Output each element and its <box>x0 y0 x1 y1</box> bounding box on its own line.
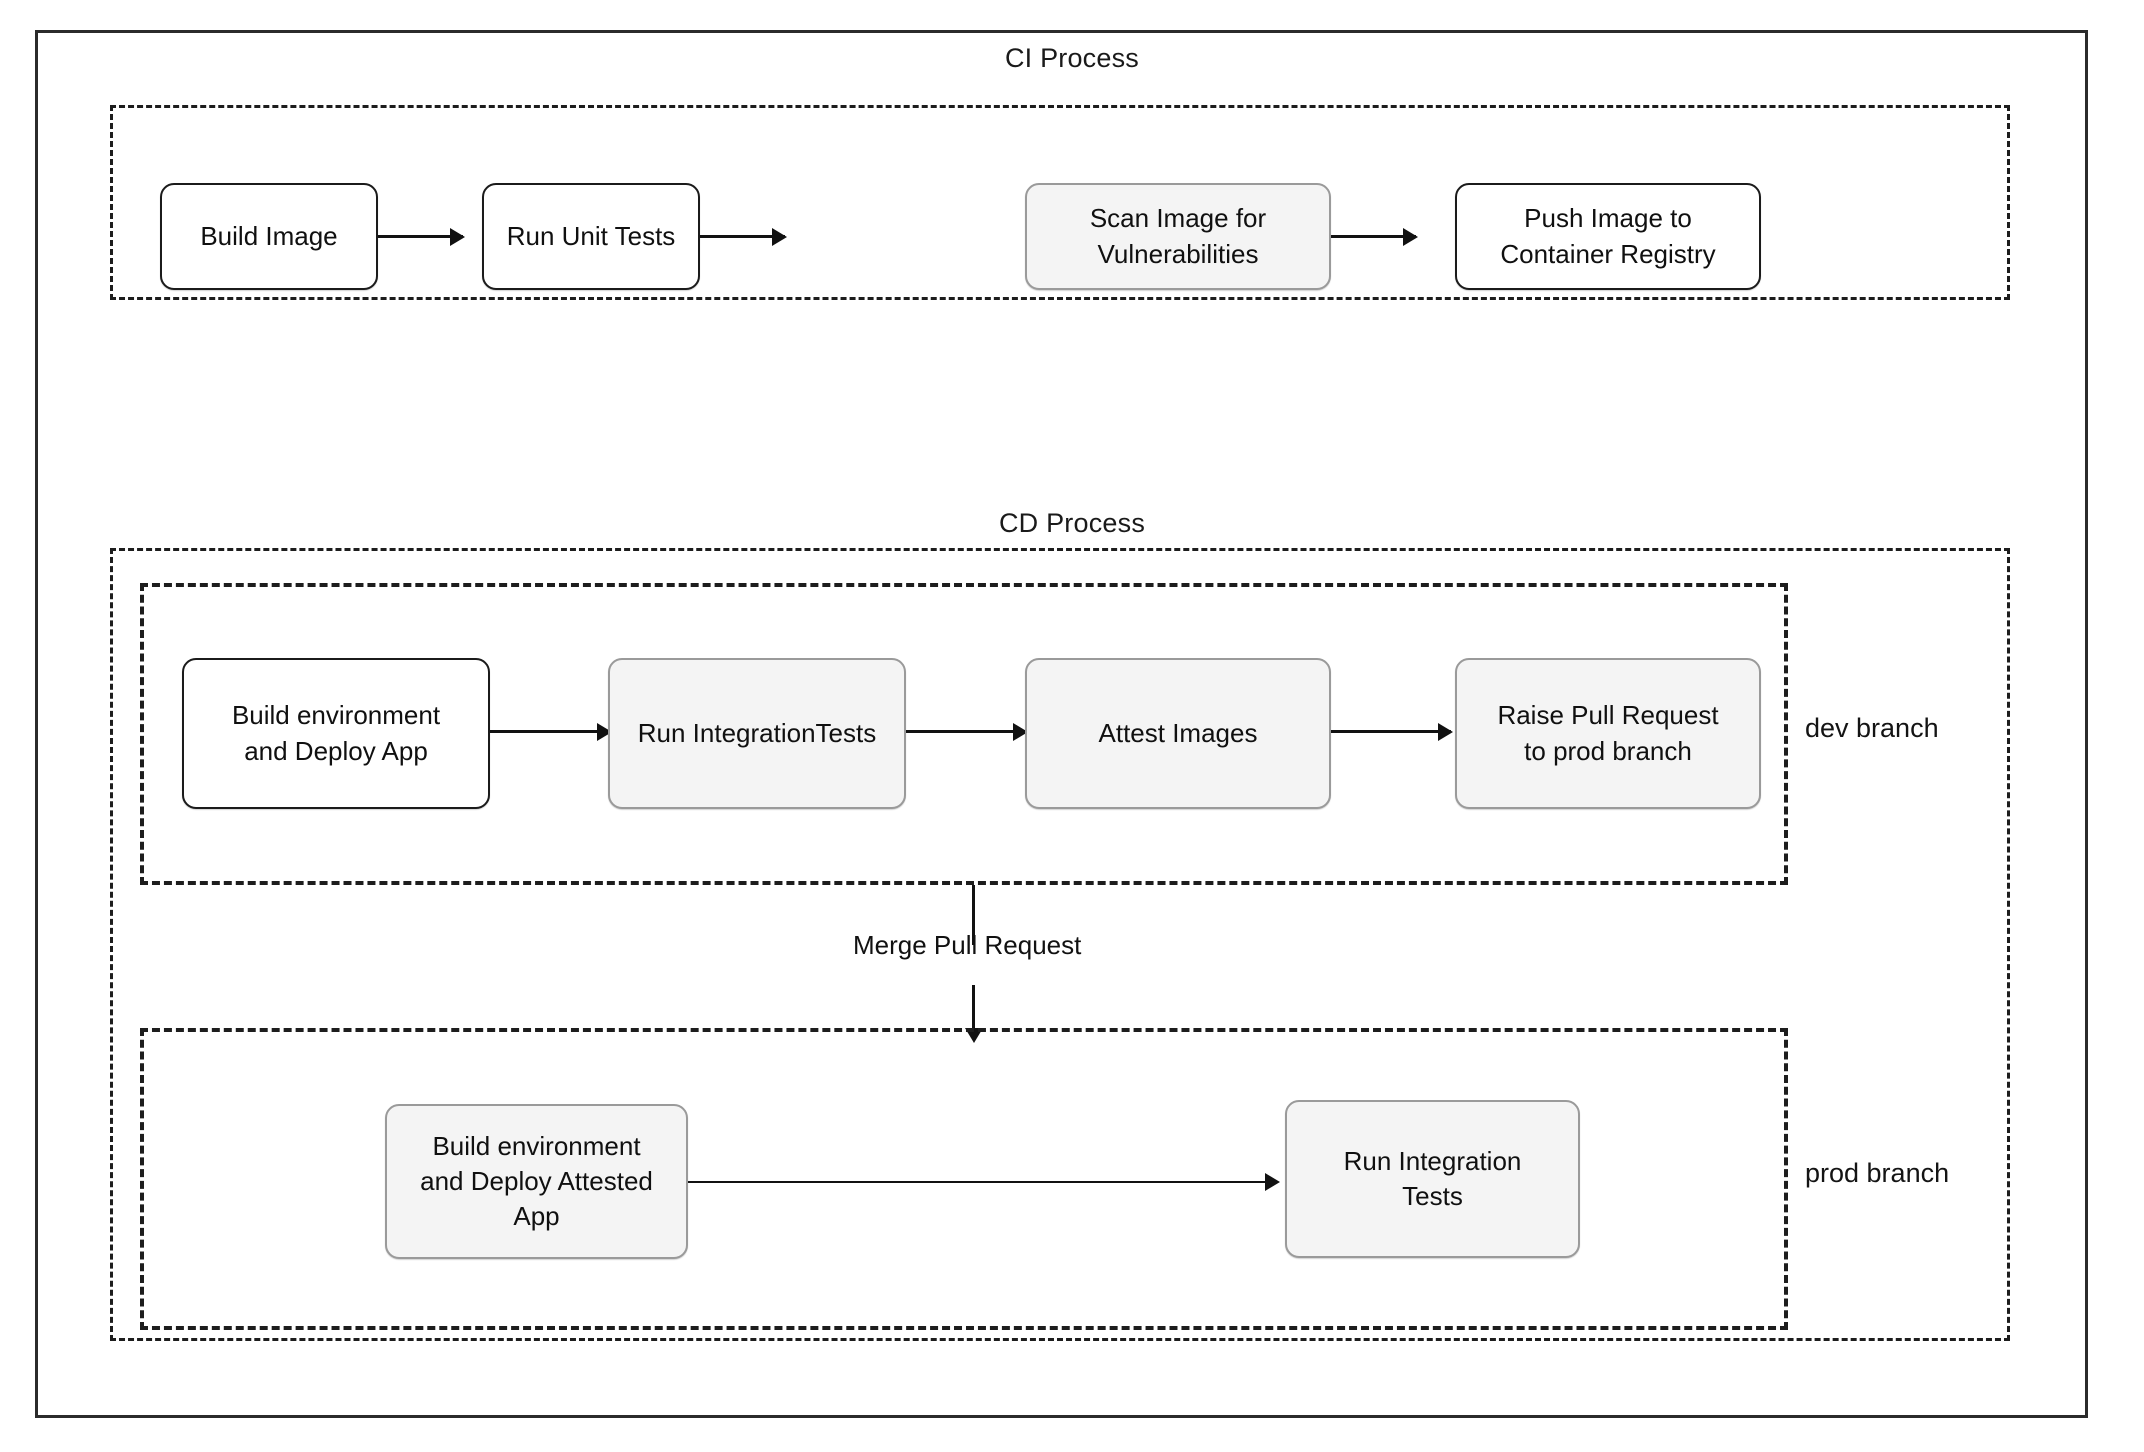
arrow-run-unit-tests-to-scan-image <box>700 235 785 238</box>
arrow-build-attested-app-to-run-integration-tests <box>688 1181 1278 1183</box>
node-build-environment-and-deploy-app[interactable]: Build environment and Deploy App <box>182 658 490 809</box>
ci-process-title: CI Process <box>1004 43 1140 73</box>
node-attest-images[interactable]: Attest Images <box>1025 658 1331 809</box>
node-push-image-to-container-registry[interactable]: Push Image to Container Registry <box>1455 183 1761 290</box>
node-raise-pull-request-to-prod-branch[interactable]: Raise Pull Request to prod branch <box>1455 658 1761 809</box>
node-raise-pull-request-to-prod-branch-label: Raise Pull Request to prod branch <box>1497 700 1719 766</box>
node-build-environment-and-deploy-app-label: Build environment and Deploy App <box>231 700 441 766</box>
arrow-build-env-to-run-integration-tests <box>490 730 610 733</box>
cd-process-container <box>110 548 2010 1341</box>
dev-branch-label: dev branch <box>1805 713 1939 743</box>
prod-branch-label: prod branch <box>1805 1158 1950 1188</box>
arrow-build-image-to-run-unit-tests <box>378 235 463 238</box>
cd-process-title: CD Process <box>998 508 1146 538</box>
node-attest-images-label: Attest Images <box>1098 717 1258 748</box>
merge-connector-arrow-bottom <box>972 985 975 1030</box>
node-run-unit-tests-label: Run Unit Tests <box>506 220 676 251</box>
node-build-image-label: Build Image <box>200 220 338 251</box>
merge-pull-request-label: Merge Pull Request <box>853 930 1082 960</box>
node-push-image-to-container-registry-label: Push Image to Container Registry <box>1500 203 1716 269</box>
merge-connector-line-top <box>972 885 975 945</box>
arrow-scan-image-to-push-image <box>1331 235 1416 238</box>
node-run-integration-tests-prod-label: Run Integration Tests <box>1343 1145 1522 1211</box>
node-run-integration-tests-prod[interactable]: Run Integration Tests <box>1285 1100 1580 1258</box>
node-build-image[interactable]: Build Image <box>160 183 378 290</box>
dev-branch-container <box>140 583 1788 885</box>
prod-branch-container <box>140 1028 1788 1330</box>
node-run-integration-tests-dev-label: Run IntegrationTests <box>637 717 877 748</box>
ci-process-container <box>110 105 2010 300</box>
node-scan-image-for-vulnerabilities[interactable]: Scan Image for Vulnerabilities <box>1025 183 1331 290</box>
node-scan-image-for-vulnerabilities-label: Scan Image for Vulnerabilities <box>1089 203 1267 269</box>
arrow-run-integration-tests-to-attest-images <box>906 730 1026 733</box>
node-run-unit-tests[interactable]: Run Unit Tests <box>482 183 700 290</box>
node-build-environment-and-deploy-attested-app-label: Build environment and Deploy Attested Ap… <box>420 1130 653 1232</box>
node-build-environment-and-deploy-attested-app[interactable]: Build environment and Deploy Attested Ap… <box>385 1104 688 1259</box>
node-run-integration-tests-dev[interactable]: Run IntegrationTests <box>608 658 906 809</box>
arrow-attest-images-to-raise-pull-request <box>1331 730 1451 733</box>
